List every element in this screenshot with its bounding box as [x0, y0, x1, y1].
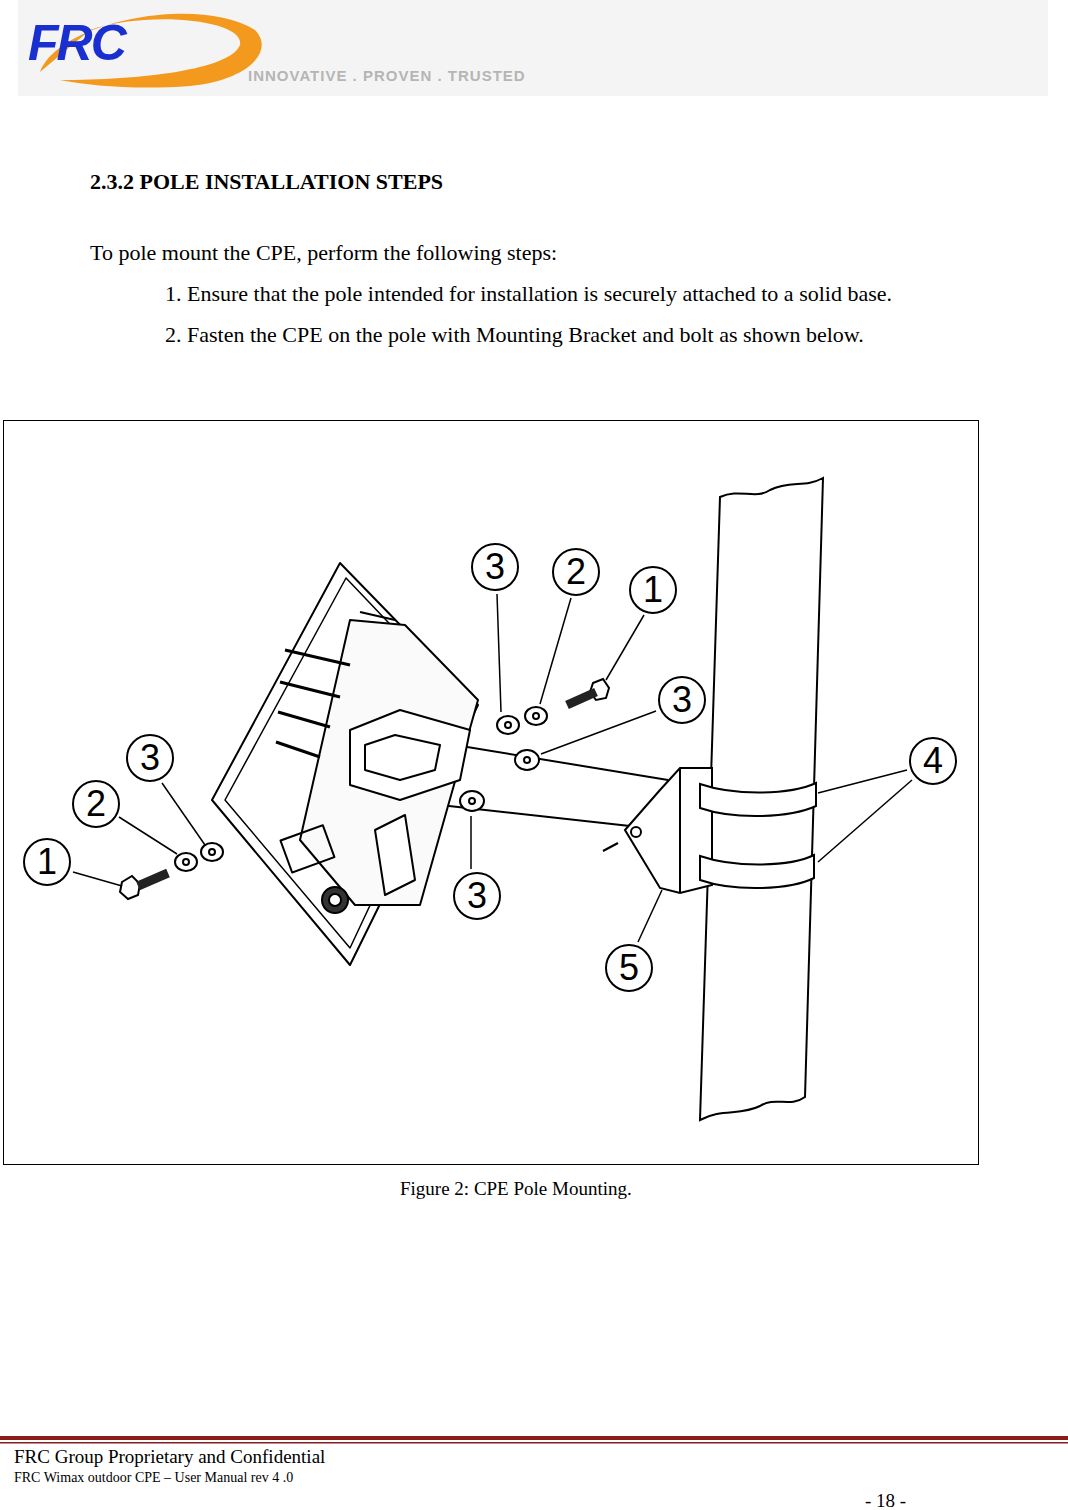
tagline: INNOVATIVE . PROVEN . TRUSTED: [248, 67, 526, 84]
callout-text: 1: [643, 572, 663, 608]
body-text: To pole mount the CPE, perform the follo…: [90, 240, 557, 266]
callout-number: 3: [471, 543, 519, 591]
leader-line: [73, 594, 912, 942]
section-heading: 2.3.2 POLE INSTALLATION STEPS: [90, 169, 443, 195]
callout-text: 3: [672, 682, 692, 718]
pole: [700, 478, 823, 1120]
footer-rule: [0, 1442, 1068, 1444]
step-text: 1. Ensure that the pole intended for ins…: [165, 281, 892, 307]
bolt-and-washers: [120, 679, 609, 899]
callout-text: 2: [566, 554, 586, 590]
logo-text: FRC: [28, 14, 125, 72]
callout-number: 2: [72, 780, 120, 828]
callout-number: 3: [658, 676, 706, 724]
figure-caption: Figure 2: CPE Pole Mounting.: [400, 1178, 632, 1200]
callout-text: 3: [485, 549, 505, 585]
callout-text: 5: [619, 950, 639, 986]
header-band: [18, 0, 1048, 96]
callout-number: 5: [605, 944, 653, 992]
callout-text: 3: [467, 878, 487, 914]
bracket-arm: [440, 745, 668, 851]
figure-frame: [4, 421, 979, 1165]
footer-text: FRC Wimax outdoor CPE – User Manual rev …: [14, 1470, 293, 1486]
cpe-unit: [212, 563, 478, 965]
pole-bracket: [625, 768, 712, 893]
footer-rule: [0, 1436, 1068, 1440]
footer-text: FRC Group Proprietary and Confidential: [14, 1446, 325, 1468]
callout-text: 4: [923, 743, 943, 779]
callout-number: 3: [453, 872, 501, 920]
step-text: 2. Fasten the CPE on the pole with Mount…: [165, 322, 864, 348]
callout-number: 1: [629, 566, 677, 614]
callout-text: 2: [86, 786, 106, 822]
page-number: - 18 -: [865, 1490, 906, 1510]
callout-number: 4: [909, 737, 957, 785]
callout-number: 1: [23, 838, 71, 886]
callout-number: 3: [126, 734, 174, 782]
pole-clamp: [700, 783, 816, 888]
callout-text: 1: [37, 844, 57, 880]
callout-number: 2: [552, 548, 600, 596]
callout-text: 3: [140, 740, 160, 776]
